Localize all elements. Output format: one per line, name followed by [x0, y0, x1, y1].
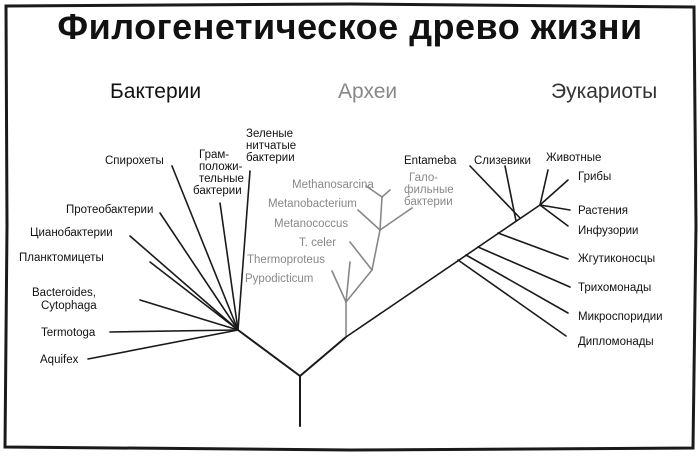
- label-ciliates: Инфузории: [578, 225, 638, 237]
- tree-branches: [237, 329, 347, 427]
- label-trichomonads: Трихомонады: [578, 282, 651, 294]
- branch-neomura-stem: [299, 336, 347, 377]
- branch-bacteria-stem: [237, 329, 301, 377]
- label-methanococcus: Metanococcus: [274, 218, 348, 230]
- label-thermoproteus: Thermoproteus: [247, 254, 325, 266]
- eukaryota-branches: [345, 165, 571, 338]
- frame-border: [3, 2, 698, 452]
- label-plants: Растения: [578, 205, 628, 217]
- label-microsporidia: Микроспоридии: [578, 311, 663, 323]
- label-tceler: T. celer: [299, 237, 336, 249]
- label-green-filamentous: Зеленые нитчатые бактерии: [246, 128, 299, 164]
- archaea-branches: [331, 185, 413, 338]
- label-bacteroides: Bacteroides, Cytophaga: [32, 287, 99, 312]
- label-proteobacteria: Протеобактерии: [66, 204, 153, 216]
- label-cyanobacteria: Цианобактерии: [30, 227, 113, 239]
- label-aquifex: Aquifex: [40, 354, 79, 366]
- label-pyrodictium: Pypodicticum: [245, 273, 313, 285]
- label-halophiles: Гало- фильные бактерии: [404, 172, 457, 208]
- label-spirochetes: Спирохеты: [105, 155, 164, 167]
- domain-label-bacteria: Бактерии: [110, 80, 201, 103]
- label-methanosarcina: Methanosarcina: [292, 179, 374, 191]
- domain-label-archaea: Археи: [338, 80, 397, 103]
- label-thermotoga: Termotoga: [41, 327, 96, 339]
- label-entamoeba: Entameba: [404, 155, 457, 167]
- label-animals: Животные: [546, 152, 601, 164]
- label-gram-positive: Грам- положи- тельные бактерии: [193, 149, 247, 197]
- label-diplomonads: Дипломонады: [578, 336, 654, 348]
- diagram-title: Филогенетическое древо жизни: [57, 6, 643, 47]
- bacteria-branches: [87, 165, 251, 360]
- label-planctomycetes: Планктомицеты: [19, 252, 104, 264]
- label-slime-molds: Слизевики: [474, 155, 531, 167]
- label-fungi: Грибы: [578, 171, 611, 183]
- domain-label-eukaryota: Эукариоты: [551, 80, 657, 103]
- label-methanobacterium: Metanobacterium: [268, 198, 357, 210]
- label-flagellates: Жгутиконосцы: [578, 253, 655, 265]
